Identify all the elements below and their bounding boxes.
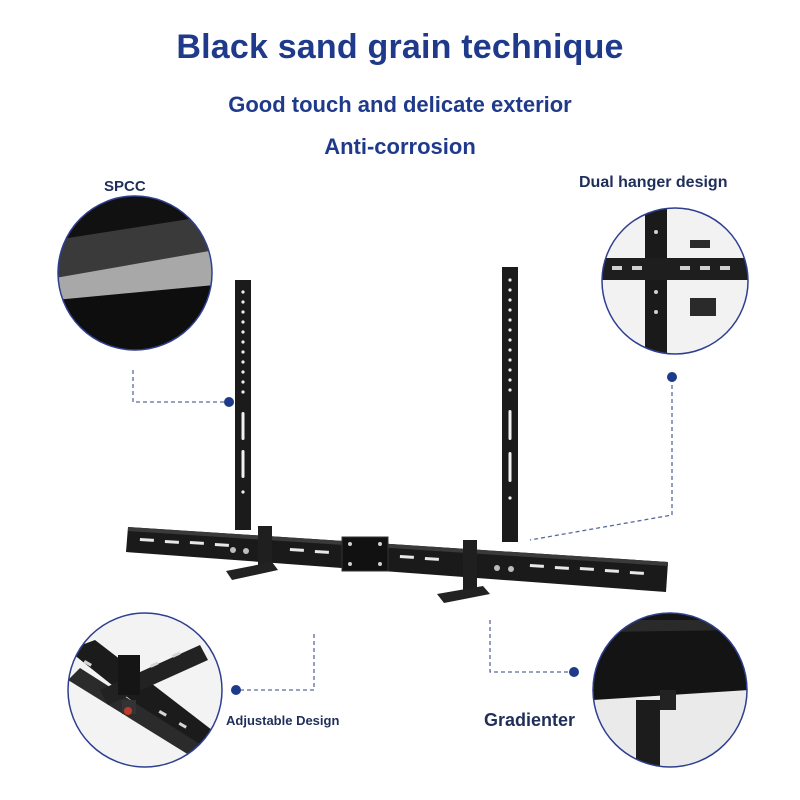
subtitle-touch: Good touch and delicate exterior	[228, 92, 572, 117]
soundbar-mount	[126, 267, 668, 603]
dual-hanger-closeup	[601, 207, 749, 355]
hanger-label: Dual hanger design	[579, 174, 728, 191]
spcc-texture-closeup	[57, 195, 213, 351]
adjustable-label: Adjustable Design	[226, 713, 340, 728]
page-title: Black sand grain technique	[176, 28, 624, 66]
gradienter-label: Gradienter	[484, 710, 576, 730]
gradienter-closeup	[592, 612, 748, 768]
subtitle-anticorrosion: Anti-corrosion	[324, 134, 476, 159]
material-label: SPCC	[104, 178, 146, 195]
callout-lines	[132, 370, 673, 691]
callout-dots	[224, 372, 677, 695]
adjustable-closeup	[67, 612, 223, 768]
